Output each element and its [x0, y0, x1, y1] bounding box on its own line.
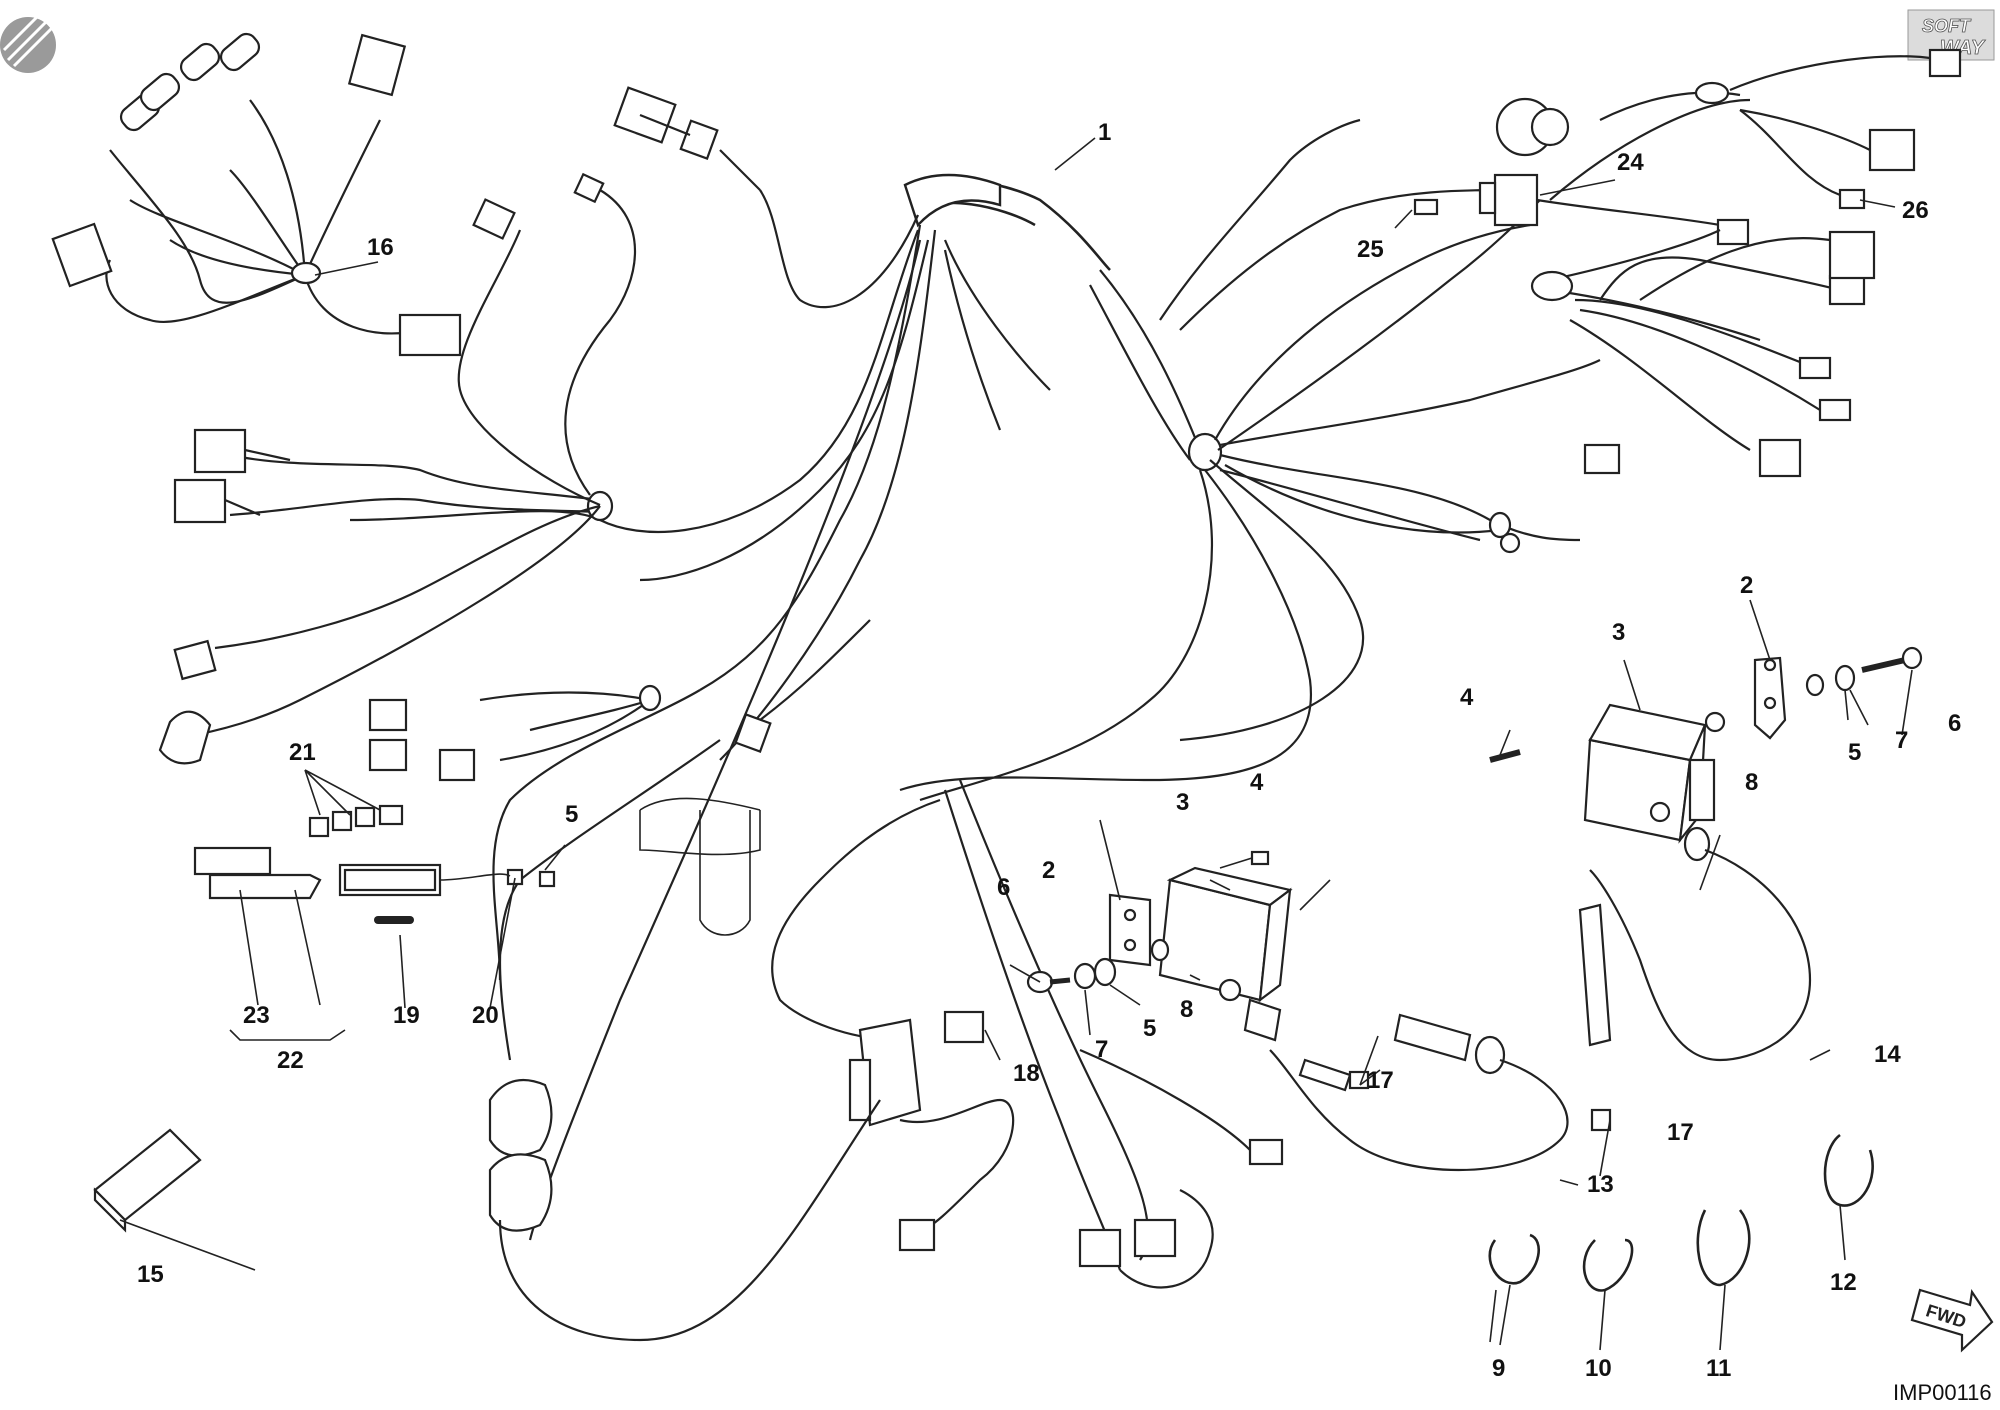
callout-4-center: 4	[1250, 769, 1264, 796]
softway-logo: SOFT WAY	[1907, 9, 1995, 61]
callout-9: 9	[1492, 1355, 1505, 1382]
cable-clips	[1488, 1133, 1874, 1292]
sub-harness-16	[51, 32, 462, 357]
callout-5-center: 5	[1143, 1015, 1156, 1042]
callout-14: 14	[1874, 1041, 1901, 1068]
ignition-coil-center	[1026, 850, 1569, 1172]
callout-24: 24	[1617, 149, 1644, 176]
callout-5-fusebox: 5	[565, 801, 578, 828]
callout-10: 10	[1585, 1355, 1612, 1382]
svg-text:SOFT: SOFT	[1922, 16, 1972, 36]
callout-7-right: 7	[1895, 727, 1908, 754]
leader-lines	[119, 137, 1913, 1351]
callout-3-center: 3	[1176, 789, 1189, 816]
callout-15: 15	[137, 1261, 164, 1288]
callout-18: 18	[1013, 1060, 1040, 1087]
callout-3-right: 3	[1612, 619, 1625, 646]
callout-22: 22	[277, 1047, 304, 1074]
callout-4-right: 4	[1460, 684, 1474, 711]
callout-20: 20	[472, 1002, 499, 1029]
callout-26: 26	[1902, 197, 1929, 224]
callout-25: 25	[1357, 236, 1384, 263]
drawing-code: IMP00116	[1893, 1380, 1992, 1405]
callout-13: 13	[1587, 1171, 1614, 1198]
callout-23: 23	[243, 1002, 270, 1029]
callout-17-right: 17	[1667, 1119, 1694, 1146]
callout-21: 21	[289, 739, 316, 766]
manual-booklet	[93, 1128, 202, 1233]
callout-8-center: 8	[1180, 996, 1193, 1023]
ignition-coil-right	[1489, 646, 1923, 1132]
main-wiring-harness	[158, 48, 1962, 1342]
callout-6-center: 6	[997, 874, 1010, 901]
callout-numbers: 1 2 2 3 3 4 4 5 5 5 6 6 7 7 8 8 9 10 11 …	[137, 119, 1961, 1382]
callout-12: 12	[1830, 1269, 1857, 1296]
callout-5-right: 5	[1848, 739, 1861, 766]
callout-1: 1	[1098, 119, 1111, 146]
callout-11: 11	[1706, 1355, 1731, 1382]
callout-8-right: 8	[1745, 769, 1758, 796]
fuse-box-assembly	[193, 797, 761, 936]
callout-7-center: 7	[1095, 1036, 1108, 1063]
callout-6-right: 6	[1948, 710, 1961, 737]
callout-2-right: 2	[1740, 572, 1753, 599]
callout-2-center: 2	[1042, 857, 1055, 884]
forward-direction-arrow: FWD	[1910, 1288, 1994, 1353]
callout-16: 16	[367, 234, 394, 261]
callout-19: 19	[393, 1002, 420, 1029]
corner-hatched-disc	[0, 12, 56, 73]
callout-17-center: 17	[1367, 1067, 1394, 1094]
